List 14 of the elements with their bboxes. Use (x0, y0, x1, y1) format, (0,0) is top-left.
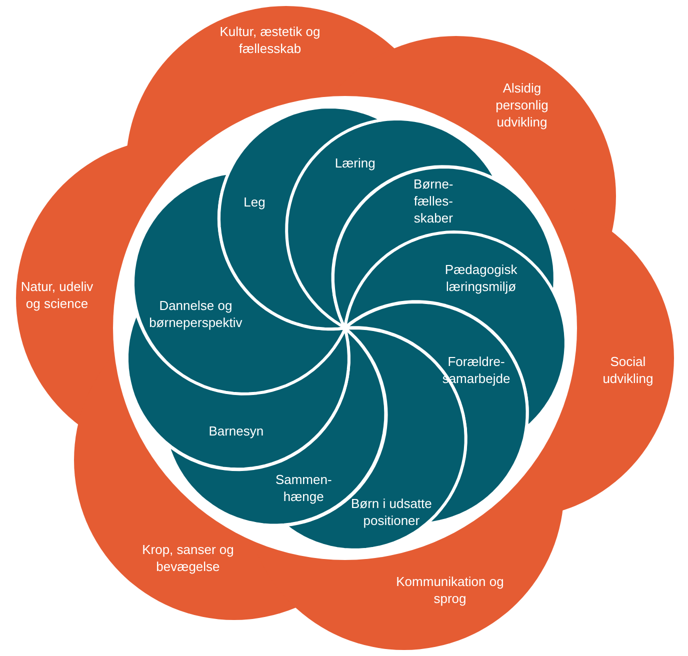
blade-label: Børn i udsatte positioner (350, 495, 433, 530)
blade-label: Pædagogisk læringsmiljø (444, 260, 518, 295)
blade-label: Sammen- hænge (274, 470, 333, 505)
blade-label: Børne- fælles- skaber (412, 175, 454, 226)
blade-label: Læring (334, 154, 376, 172)
petal-label: Social udvikling (602, 352, 654, 387)
blade-label: Leg (242, 194, 266, 211)
petal-label: Kommunikation og sprog (395, 572, 505, 607)
blade-label: Dannelse og børneperspektiv (148, 296, 244, 331)
petal-label: Alsidig personlig udvikling (494, 79, 550, 130)
blade-label: Barnesyn (208, 422, 265, 440)
petal-label: Krop, sanser og bevægelse (141, 540, 235, 575)
petal-label: Natur, udeliv og science (20, 278, 94, 312)
petal-label: Kultur, æstetik og fællesskab (218, 22, 322, 57)
